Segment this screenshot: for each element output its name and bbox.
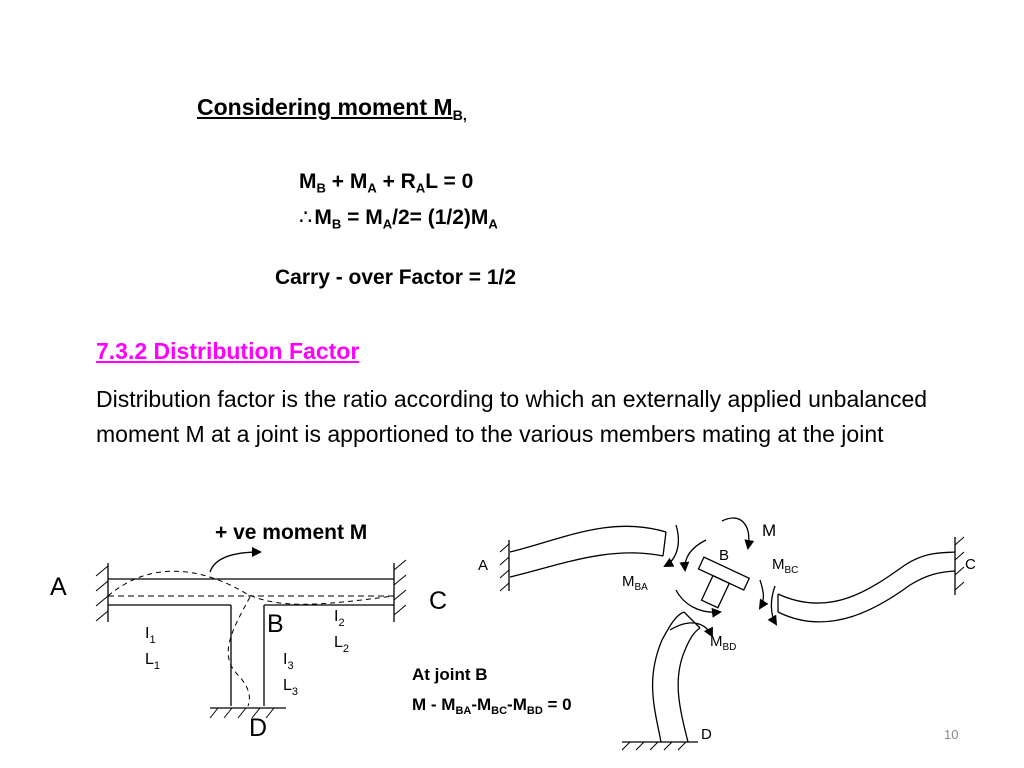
eq2-part: /2= (1/2)M	[392, 206, 489, 229]
moment-mbc-reaction-arrow	[758, 579, 769, 610]
member-ba-end	[662, 531, 667, 557]
equation-1: MB + MA + RAL = 0	[299, 170, 474, 196]
eq2-sub: B	[331, 216, 342, 232]
bottom-support-hatch	[209, 707, 275, 719]
member-bd-left	[651, 611, 685, 743]
moment-mbd-reaction-arrow	[675, 589, 722, 618]
eq2-sub: A	[488, 216, 498, 232]
support-d-hatch	[621, 741, 687, 751]
eq1-sub: A	[415, 180, 426, 196]
label-a-right: A	[478, 557, 488, 574]
heading-text: Considering moment M	[197, 94, 453, 120]
support-a-hatch	[499, 543, 510, 592]
member-bd-right	[677, 627, 701, 743]
moment-m-arrow	[721, 517, 755, 550]
label-l2: L2	[334, 634, 349, 655]
heading: Considering moment MB,	[197, 94, 467, 124]
heading-sub: B,	[452, 107, 467, 124]
label-d-right: D	[701, 726, 712, 743]
right-joint-figure	[499, 517, 965, 751]
label-c-right: C	[965, 556, 976, 573]
eq1-part: + M	[325, 170, 368, 193]
label-b-right: B	[719, 547, 729, 564]
left-frame-figure	[95, 547, 407, 719]
member-ba-bottom	[509, 552, 664, 578]
eq1-part: L = 0	[425, 170, 474, 193]
label-a-left: A	[50, 573, 67, 601]
moment-mba-arrow	[663, 524, 680, 567]
label-l1: L1	[145, 651, 160, 672]
moment-mbd-arrow	[669, 622, 713, 638]
member-bc-top	[777, 551, 956, 604]
label-mbd: MBD	[710, 633, 736, 653]
definition-paragraph: Distribution factor is the ratio accordi…	[96, 386, 928, 447]
label-mba: MBA	[622, 573, 648, 593]
moment-mba-reaction-arrow	[679, 539, 707, 572]
label-d-left: D	[249, 714, 267, 742]
eq1-part: + R	[376, 170, 416, 193]
joint-eq: M - MBA-MBC-MBD = 0	[412, 695, 572, 717]
moment-mbc-arrow	[767, 585, 778, 626]
deflected-shape-beam	[107, 570, 395, 605]
moment-arrow	[209, 547, 262, 573]
eq1-part: M	[299, 170, 317, 193]
left-support-hatch	[95, 565, 109, 622]
deflected-shape-column	[227, 596, 251, 707]
eq1-sub: A	[367, 180, 377, 196]
eq2-part: M	[314, 206, 332, 229]
member-bc-bottom	[777, 570, 956, 623]
label-i1: I1	[145, 625, 156, 646]
therefore-symbol: ∴	[299, 206, 313, 229]
eq2-sub: A	[382, 216, 393, 232]
label-c-left: C	[429, 587, 447, 615]
carry-over-factor: Carry - over Factor = 1/2	[275, 266, 517, 289]
joint-b-block	[697, 556, 751, 609]
label-mbc: MBC	[772, 556, 798, 576]
equation-2: ∴MB = MA/2= (1/2)MA	[299, 205, 498, 232]
label-l3: L3	[283, 677, 298, 698]
eq2-part: = M	[341, 206, 383, 229]
slide-number: 10	[944, 727, 959, 742]
member-bd-end	[683, 611, 701, 629]
eq1-sub: B	[316, 180, 326, 196]
label-b-left: B	[267, 610, 284, 638]
member-ba-top	[509, 525, 667, 553]
support-c-hatch	[954, 536, 965, 591]
section-title: 7.3.2 Distribution Factor	[96, 338, 360, 364]
label-m-right: M	[762, 521, 776, 540]
moment-label: + ve moment M	[215, 521, 367, 544]
right-support-hatch	[393, 559, 407, 616]
label-i2: I2	[334, 608, 345, 629]
label-i3: I3	[283, 651, 294, 672]
joint-eq-title: At joint B	[412, 665, 488, 684]
